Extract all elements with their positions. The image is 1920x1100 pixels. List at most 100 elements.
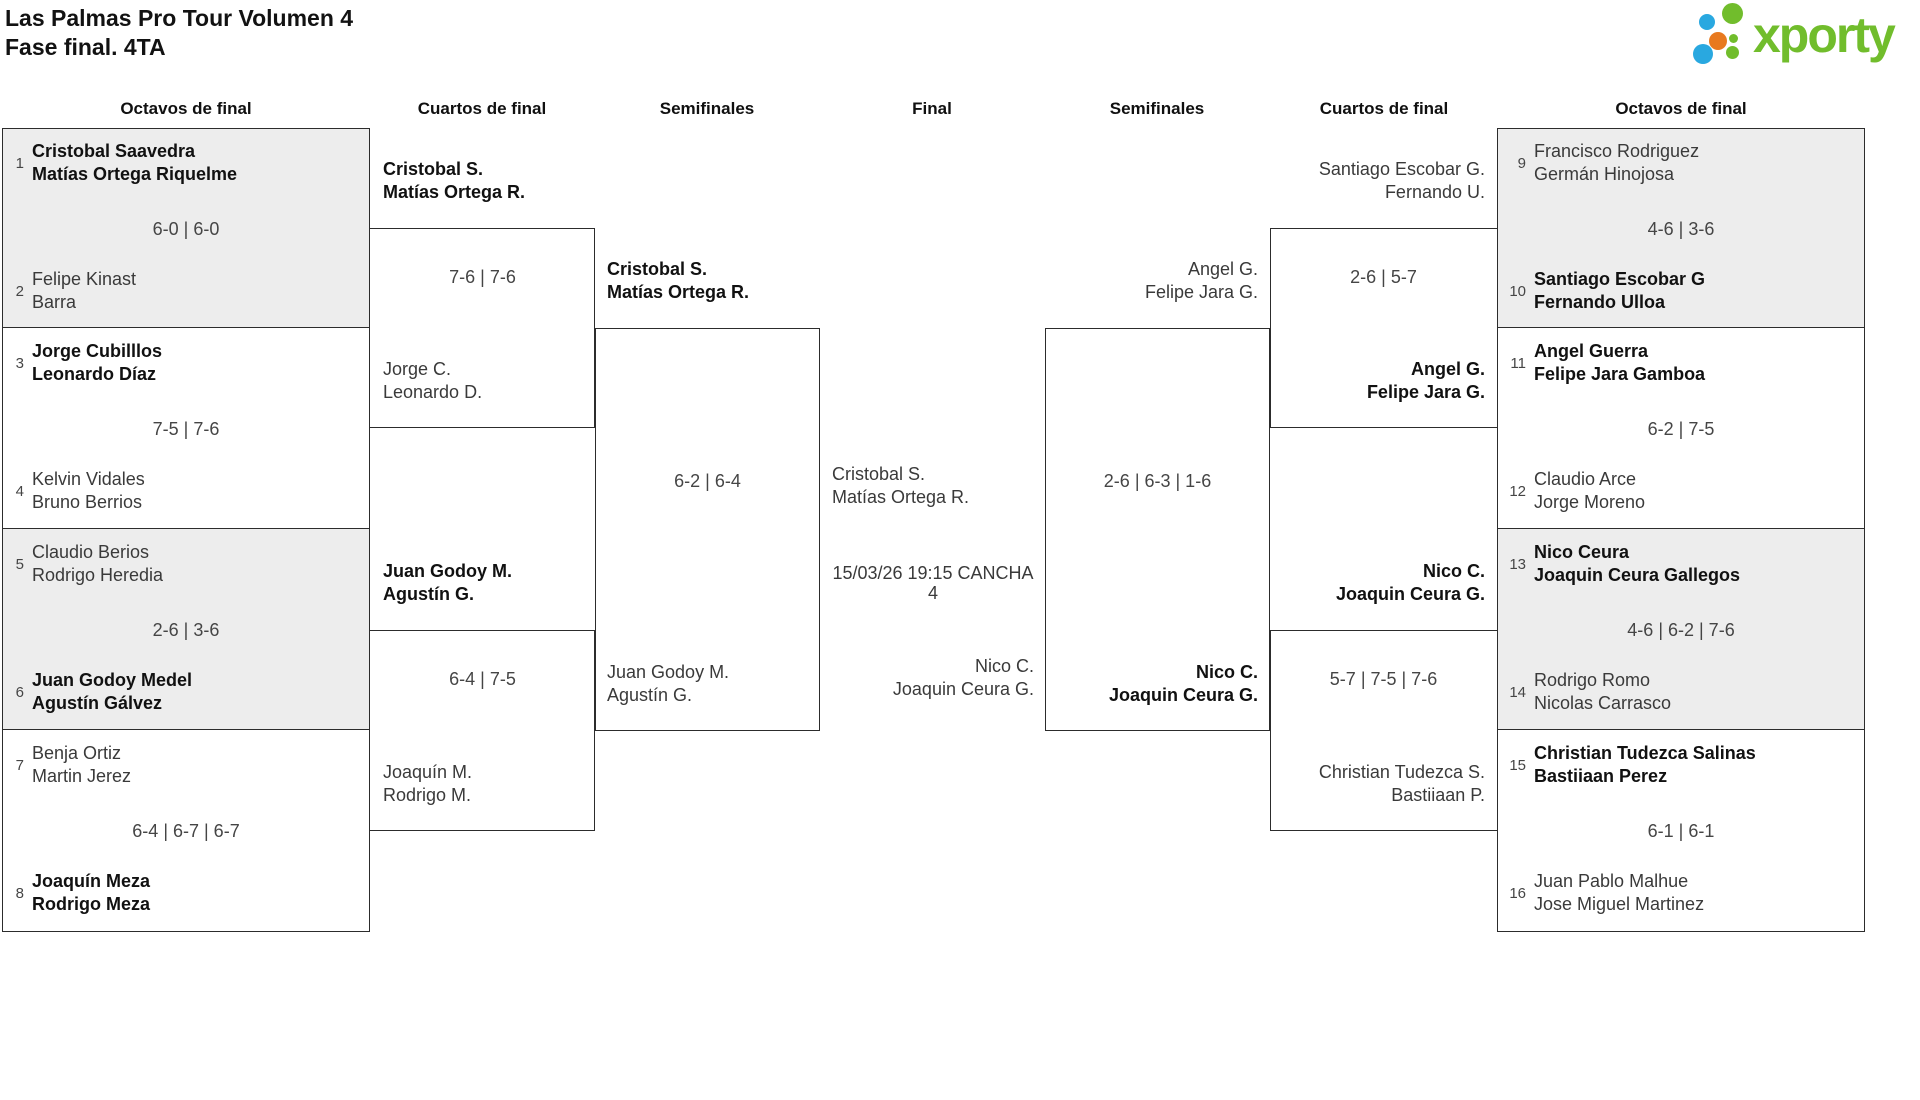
match-box-r16-right-4 bbox=[1497, 730, 1865, 932]
seed-number: 10 bbox=[1509, 282, 1526, 300]
match-box-qf-left-1 bbox=[370, 228, 595, 428]
tournament-name: Las Palmas Pro Tour Volumen 4 bbox=[5, 5, 354, 31]
header-semis-left: Semifinales bbox=[659, 99, 755, 118]
seed-number: 12 bbox=[1509, 482, 1526, 500]
header-cuartos-right: Cuartos de final bbox=[1319, 99, 1449, 118]
seed-number: 16 bbox=[1509, 884, 1526, 902]
match-box-r16-right-2 bbox=[1497, 328, 1865, 529]
match-score-qf-left-1: 7-6 | 7-6 bbox=[449, 267, 516, 287]
final-team1: Cristobal S.Matías Ortega R. bbox=[832, 464, 970, 507]
match-score-qf-left-2: 6-4 | 7-5 bbox=[449, 669, 516, 689]
qf-right-2-team1: Nico C.Joaquin Ceura G. bbox=[1335, 561, 1485, 604]
phase-name: Fase final. 4TA bbox=[5, 34, 166, 60]
header-cuartos-left: Cuartos de final bbox=[417, 99, 547, 118]
match-score-r16-left-2: 7-5 | 7-6 bbox=[152, 419, 220, 439]
match-box-r16-right-1 bbox=[1497, 128, 1865, 328]
match-score-r16-left-3: 2-6 | 3-6 bbox=[152, 620, 220, 640]
logo-dot-green-small-icon bbox=[1726, 46, 1739, 59]
page-title: Las Palmas Pro Tour Volumen 4 Fase final… bbox=[5, 4, 353, 62]
seed-number: 13 bbox=[1509, 555, 1526, 573]
qf-left-2-team2: Joaquín M.Rodrigo M. bbox=[383, 762, 473, 805]
logo-dot-blue-small-icon bbox=[1699, 14, 1715, 30]
header-final: Final bbox=[912, 99, 952, 118]
match-box-r16-left-2 bbox=[2, 328, 370, 529]
match-box-qf-right-2 bbox=[1270, 630, 1497, 831]
match-score-r16-right-2: 6-2 | 7-5 bbox=[1647, 419, 1715, 439]
seed-number: 14 bbox=[1509, 683, 1526, 701]
qf-right-1-team2: Angel G.Felipe Jara G. bbox=[1366, 359, 1485, 402]
logo-dot-blue-large-icon bbox=[1693, 44, 1713, 64]
final-team2: Nico C.Joaquin Ceura G. bbox=[892, 656, 1034, 699]
match-box-qf-left-2 bbox=[370, 630, 595, 831]
logo-wordmark: xporty bbox=[1753, 7, 1896, 63]
match-box-r16-left-3 bbox=[2, 529, 370, 730]
seed-number: 15 bbox=[1509, 756, 1526, 774]
match-score-r16-left-4: 6-4 | 6-7 | 6-7 bbox=[132, 821, 240, 841]
match-score-r16-right-4: 6-1 | 6-1 bbox=[1647, 821, 1715, 841]
match-box-r16-left-4 bbox=[2, 730, 370, 932]
sf-right-team1: Angel G.Felipe Jara G. bbox=[1144, 259, 1258, 302]
sf-left-team1: Cristobal S.Matías Ortega R. bbox=[607, 259, 750, 302]
match-box-qf-right-1 bbox=[1270, 228, 1497, 428]
match-box-sf-left bbox=[595, 328, 820, 731]
header-octavos-right: Octavos de final bbox=[1615, 99, 1747, 118]
match-score-qf-right-2: 5-7 | 7-5 | 7-6 bbox=[1329, 669, 1438, 689]
seed-number: 5 bbox=[15, 555, 24, 573]
seed-number: 11 bbox=[1510, 354, 1526, 372]
header-semis-right: Semifinales bbox=[1109, 99, 1205, 118]
qf-right-2-team2: Christian Tudezca S.Bastiiaan P. bbox=[1318, 762, 1485, 805]
qf-right-1-team1: Santiago Escobar G.Fernando U. bbox=[1318, 159, 1485, 202]
sf-left-team2: Juan Godoy M.Agustín G. bbox=[607, 662, 730, 705]
match-box-r16-left-1 bbox=[2, 128, 370, 328]
qf-left-1-team2: Jorge C.Leonardo D. bbox=[383, 359, 483, 402]
header-octavos-left: Octavos de final bbox=[120, 99, 252, 118]
seed-number: 9 bbox=[1517, 154, 1526, 172]
sf-right-team2: Nico C.Joaquin Ceura G. bbox=[1108, 662, 1258, 705]
match-score-r16-right-3: 4-6 | 6-2 | 7-6 bbox=[1627, 620, 1735, 640]
seed-number: 4 bbox=[15, 482, 24, 500]
match-score-r16-right-1: 4-6 | 3-6 bbox=[1647, 219, 1715, 239]
match-score-sf-left: 6-2 | 6-4 bbox=[674, 471, 741, 491]
seed-number: 1 bbox=[15, 154, 24, 172]
match-score-qf-right-1: 2-6 | 5-7 bbox=[1350, 267, 1417, 287]
match-score-sf-right: 2-6 | 6-3 | 1-6 bbox=[1103, 471, 1212, 491]
logo-dot-orange-icon bbox=[1709, 32, 1727, 50]
seed-number: 3 bbox=[15, 354, 24, 372]
seed-number: 7 bbox=[15, 756, 24, 774]
logo-dot-green-large-icon bbox=[1722, 3, 1743, 24]
seed-number: 6 bbox=[15, 683, 24, 701]
match-box-r16-right-3 bbox=[1497, 529, 1865, 730]
qf-left-1-team1: Cristobal S.Matías Ortega R. bbox=[383, 159, 526, 202]
